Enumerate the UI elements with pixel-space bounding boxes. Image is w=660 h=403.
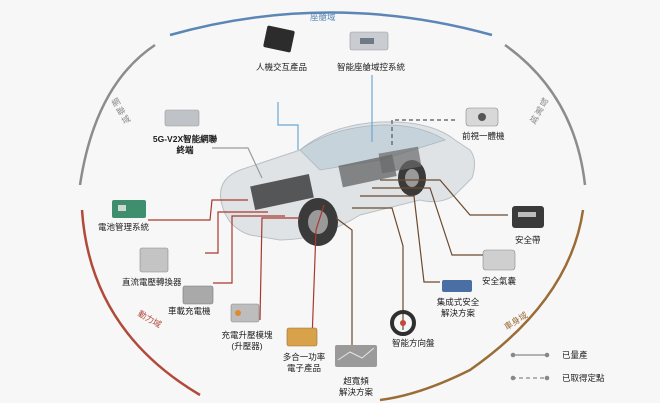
label-seatbelt: 安全帶 [515, 235, 541, 245]
label-hmi: 人機交互產品 [256, 62, 308, 72]
power-arc [80, 209, 201, 397]
airbag-image [482, 249, 516, 271]
connector-lines [148, 75, 508, 345]
seatbelt-image [512, 206, 544, 228]
legend-solid-label: 已量產 [562, 350, 588, 360]
hmi-image [263, 25, 295, 53]
adas-arc [504, 43, 587, 186]
label-boost: 充電升壓模塊 (升壓器) [221, 330, 273, 351]
legend-solid-line [510, 352, 550, 358]
cockpit-arc [169, 11, 493, 37]
legend-dashed-label: 已取得定點 [562, 373, 605, 383]
integrated-safety-image [442, 280, 472, 292]
label-obc: 車載充電機 [168, 306, 211, 316]
label-uwb: 超寬頻 解決方案 [338, 376, 373, 397]
uwb-image [335, 345, 377, 367]
obc-image [182, 285, 214, 305]
label-airbag: 安全氣囊 [482, 276, 517, 286]
front-camera-image [465, 107, 499, 127]
dcdc-image [139, 247, 169, 273]
legend-dashed-line [510, 375, 550, 381]
chassis-arc [379, 209, 585, 402]
multi-in-one-image [286, 327, 318, 347]
label-steering-wheel: 智能方向盤 [392, 338, 435, 348]
label-front-camera: 前視一體機 [462, 131, 505, 141]
steering-wheel-image [390, 310, 416, 336]
label-bms: 電池管理系統 [98, 222, 150, 232]
cockpit-ctrl-image [349, 31, 389, 51]
label-dcdc: 直流電壓轉換器 [122, 277, 182, 287]
network-arc [78, 43, 156, 186]
domain-label-cockpit: 座艙域 [310, 12, 336, 22]
car-illustration [220, 121, 476, 246]
label-v2x: 5G-V2X智能網聯 終端 [152, 134, 218, 155]
bms-image [112, 200, 146, 218]
boost-image [230, 303, 260, 323]
label-cockpit-ctrl: 智能座艙域控系統 [337, 62, 406, 72]
v2x-image [164, 109, 200, 127]
label-integrated-safety: 集成式安全 解決方案 [436, 297, 480, 318]
label-multi-in-one: 多合一功率 電子產品 [282, 352, 326, 373]
